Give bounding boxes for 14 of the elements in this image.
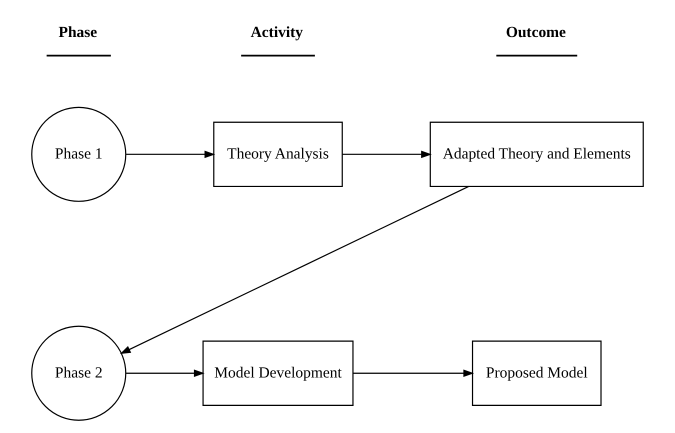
arrow: [126, 150, 216, 158]
arrow: [353, 369, 474, 377]
label: Outcome: [506, 24, 566, 42]
label: Activity: [250, 24, 304, 42]
node-box: Proposed Model: [472, 340, 602, 406]
node-circle: Phase 1: [31, 106, 126, 202]
node-box: Theory Analysis: [213, 122, 343, 188]
node-box: Adapted Theory and Elements: [430, 122, 644, 188]
arrow: [342, 150, 432, 158]
arrow: [126, 369, 205, 377]
node-circle: Phase 2: [31, 326, 126, 421]
label: Phase: [58, 24, 98, 42]
arrow: [120, 186, 469, 354]
node-box: Model Development: [202, 340, 354, 406]
